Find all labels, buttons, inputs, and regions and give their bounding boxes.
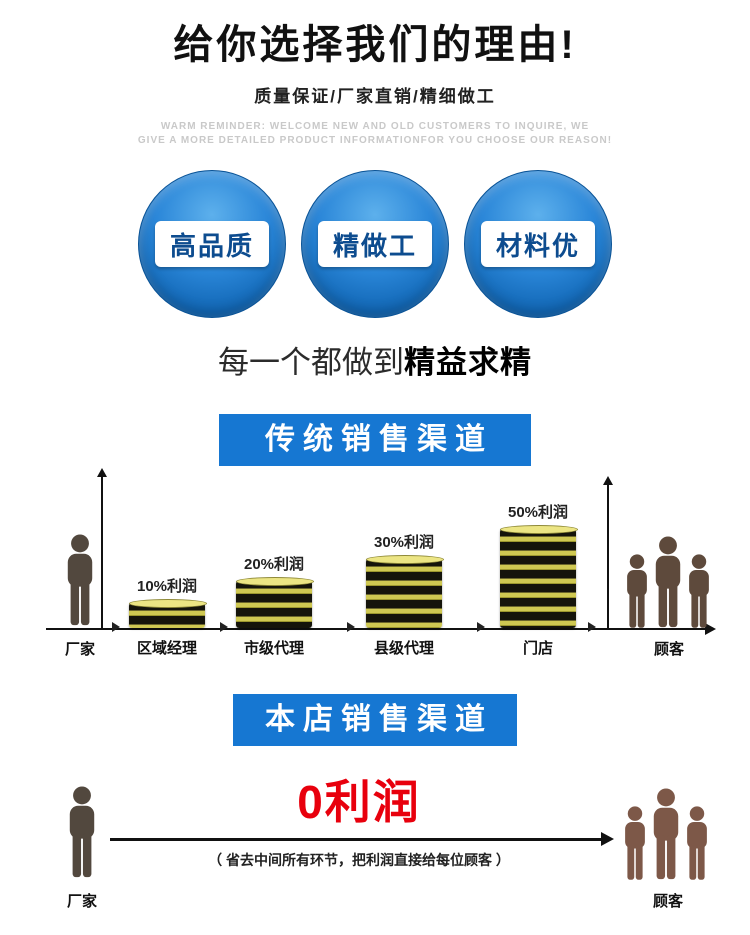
channel-step: 50%利润 门店 xyxy=(500,501,578,657)
step-label: 区域经理 xyxy=(136,640,198,657)
subtitle: 质量保证/厂家直销/精细做工 xyxy=(254,87,496,106)
badge-workmanship: 精做工 xyxy=(301,170,449,318)
reminder-text: WARM REMINDER: WELCOME NEW AND OLD CUSTO… xyxy=(0,120,750,148)
flow-marker xyxy=(220,622,233,632)
customers-group-icon xyxy=(618,788,714,882)
channel-step: 20%利润 市级代理 xyxy=(236,553,314,657)
channel-step: 10%利润 区域经理 xyxy=(129,575,207,657)
customer-label: 顾客 xyxy=(652,893,683,910)
flow-marker xyxy=(112,622,125,632)
step-label: 门店 xyxy=(522,640,554,657)
slogan-prefix: 每一个都做到 xyxy=(218,345,404,380)
step-label: 市级代理 xyxy=(243,640,305,657)
axis-arrow-vertical-left xyxy=(97,468,107,628)
traditional-banner: 传统销售渠道 xyxy=(219,414,531,466)
badge-quality: 高品质 xyxy=(138,170,286,318)
profit-coin-stack xyxy=(236,577,314,628)
slogan-emphasis: 精益求精 xyxy=(404,345,532,380)
axis-arrow-horizontal xyxy=(46,623,716,635)
badge-label: 精做工 xyxy=(318,221,432,267)
factory-person-icon xyxy=(60,786,104,880)
flow-marker xyxy=(347,622,360,632)
profit-label: 10%利润 xyxy=(136,578,198,595)
customer-label: 顾客 xyxy=(653,641,684,658)
factory-label: 厂家 xyxy=(64,641,95,658)
profit-label: 30%利润 xyxy=(373,534,435,551)
direct-banner: 本店销售渠道 xyxy=(233,694,517,746)
direct-arrow xyxy=(110,832,614,846)
profit-label: 50%利润 xyxy=(507,504,569,521)
direct-channel-diagram: 厂家 0利润 （ 省去中间所有环节，把利润直接给每位顾客 ） 顾客 xyxy=(0,772,750,922)
flow-marker xyxy=(477,622,490,632)
flow-marker xyxy=(588,622,601,632)
customers-group-icon xyxy=(620,536,716,630)
zero-profit-text: 0利润 xyxy=(297,776,421,828)
badge-material: 材料优 xyxy=(464,170,612,318)
page-title: 给你选择我们的理由! xyxy=(173,23,577,67)
step-label: 县级代理 xyxy=(373,640,435,657)
factory-label: 厂家 xyxy=(66,893,97,910)
channel-step: 30%利润 县级代理 xyxy=(366,531,444,657)
profit-coin-stack xyxy=(129,599,207,628)
badge-label: 材料优 xyxy=(481,221,595,267)
reminder-line-1: WARM REMINDER: WELCOME NEW AND OLD CUSTO… xyxy=(160,121,590,132)
profit-coin-stack xyxy=(366,555,444,628)
profit-label: 20%利润 xyxy=(243,556,305,573)
traditional-channel-diagram: 厂家 10%利润 区域经理 20%利润 市级代理 30%利润 县级代理 50%利… xyxy=(0,468,750,686)
profit-coin-stack xyxy=(500,525,578,628)
badge-row: 高品质 精做工 材料优 xyxy=(0,170,750,318)
note-text: （ 省去中间所有环节，把利润直接给每位顾客 ） xyxy=(208,852,510,868)
slogan: 每一个都做到精益求精 xyxy=(0,344,750,382)
reminder-line-2: GIVE A MORE DETAILED PRODUCT INFORMATION… xyxy=(137,135,613,146)
axis-arrow-vertical-right xyxy=(603,476,613,628)
factory-person-icon xyxy=(58,534,102,628)
badge-label: 高品质 xyxy=(155,221,269,267)
